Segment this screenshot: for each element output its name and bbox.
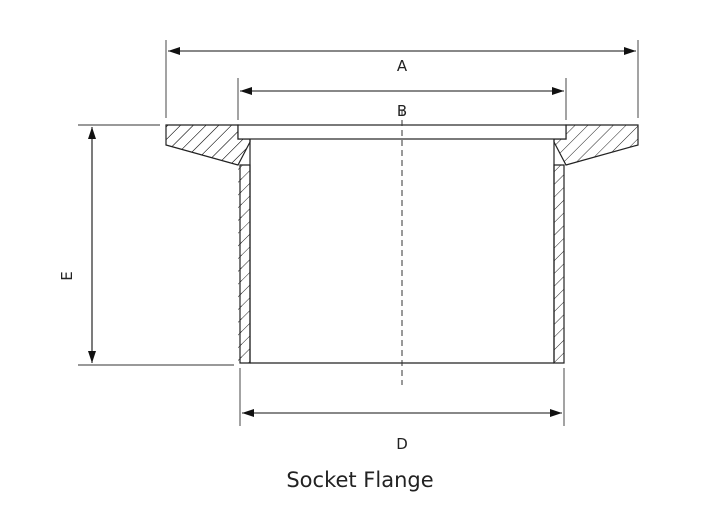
- left-wall-section: [239, 164, 251, 364]
- dimension-b-label: B: [397, 102, 407, 120]
- diagram-caption: Socket Flange: [286, 468, 434, 492]
- dimension-e-label: E: [58, 271, 76, 280]
- dimension-a-label: A: [397, 57, 408, 75]
- right-wall-section: [553, 164, 565, 364]
- dimension-d-label: D: [396, 435, 408, 453]
